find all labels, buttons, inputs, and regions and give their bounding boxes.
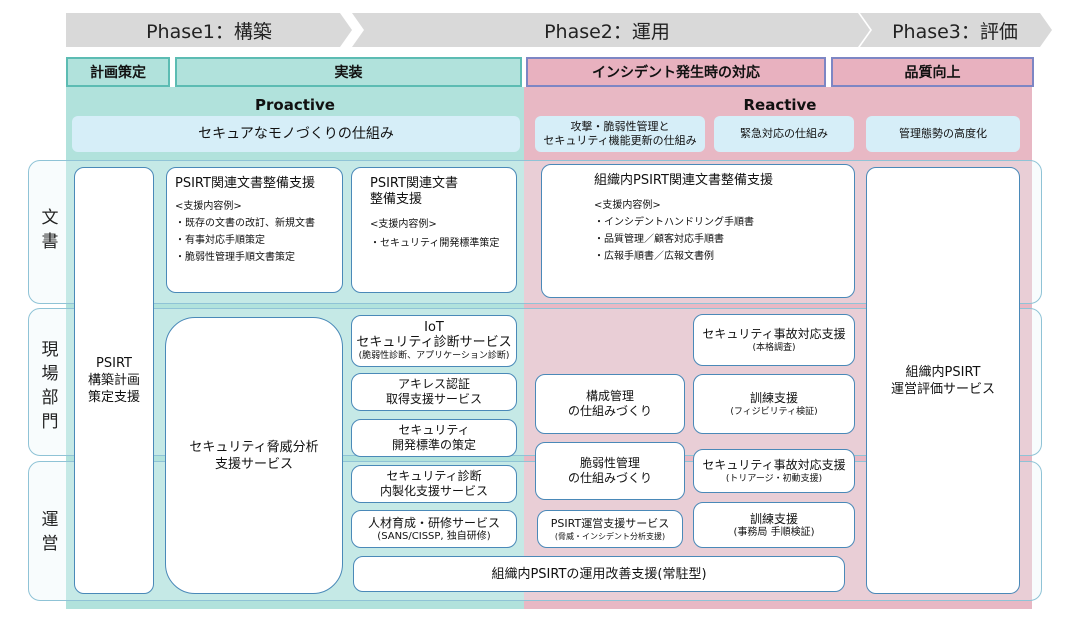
header-plan: 計画策定 [66,57,170,87]
accident-response-2-small: (トリアージ・初動支援) [725,473,823,484]
psirt-doc-support-2-title1: PSIRT関連文書 [370,176,458,191]
psirt-plan-support-box: PSIRT 構築計画 策定支援 [74,167,154,594]
psirt-ops-support-small: (脅威・インシデント分析支援) [554,531,666,541]
psirt-doc-support-box-2: PSIRT関連文書 整備支援 <支援内容例> ・セキュリティ開発標準策定 [351,167,517,293]
accident-response-box-1: セキュリティ事故対応支援 (本格調査) [693,314,855,366]
psirt-ops-support-box: PSIRT運営支援サービス (脅威・インシデント分析支援) [537,510,683,548]
dev-standard-line2: 開発標準の策定 [391,438,476,452]
training-service-box: 人材育成・研修サービス (SANS/CISSP, 独自研修) [351,510,517,548]
proactive-caption: Proactive [255,96,335,114]
achilles-cert-line1: アキレス認証 [397,377,470,391]
org-psirt-eval-line2: 運営評価サービス [890,381,995,397]
phase-arrows [66,13,1052,47]
config-mgmt-line1: 構成管理 [585,389,634,403]
achilles-cert-box: アキレス認証 取得支援サービス [351,373,517,411]
phase3-label: Phase3：評価 [892,20,1018,43]
iot-diagnosis-line2: セキュリティ診断サービス [356,335,512,350]
iot-diagnosis-small: (脆弱性診断、アプリケーション診断) [358,351,510,361]
threat-analysis-line1: セキュリティ脅威分析 [189,439,319,455]
inhouse-diagnosis-line2: 内製化支援サービス [379,484,488,498]
accident-response-1-small: (本格調査) [752,342,796,353]
phase1-label: Phase1：構築 [146,20,272,43]
org-psirt-doc-support-title: 組織内PSIRT関連文書整備支援 [594,173,773,188]
ops-improvement-box: 組織内PSIRTの運用改善支援(常駐型) [353,556,845,592]
accident-response-1-line1: セキュリティ事故対応支援 [702,326,846,341]
psirt-ops-support-line1: PSIRT運営支援サービス [550,516,670,530]
reactive-banner-vuln-line2: セキュリティ機能更新の仕組み [543,134,697,147]
reactive-caption: Reactive [743,96,817,114]
drill-support-1-line1: 訓練支援 [749,390,798,405]
drill-support-box-2: 訓練支援 (事務局 手順検証) [693,502,855,548]
drill-support-2-line1: 訓練支援 [749,511,798,526]
training-service-line1: 人材育成・研修サービス [367,515,500,530]
psirt-doc-support-sub3: ・脆弱性管理手順文書策定 [175,252,295,263]
vuln-mgmt-line2: の仕組みづくり [567,471,652,485]
psirt-doc-support-sub0: <支援内容例> [175,201,242,212]
inhouse-diagnosis-line1: セキュリティ診断 [386,469,482,483]
psirt-doc-support-2-title2: 整備支援 [370,192,423,207]
psirt-plan-support-line1: PSIRT [96,356,132,371]
psirt-plan-support-line3: 策定支援 [87,390,140,405]
org-psirt-doc-support-sub1: ・インシデントハンドリング手順書 [594,217,754,228]
achilles-cert-line2: 取得支援サービス [385,392,482,406]
config-mgmt-line2: の仕組みづくり [567,404,652,418]
proactive-banner: セキュアなモノづくりの仕組み [72,116,520,152]
psirt-doc-support-sub2: ・有事対応手順策定 [175,235,265,246]
drill-support-2-small: (事務局 手順検証) [733,526,815,538]
org-psirt-eval-line1: 組織内PSIRT [905,364,981,380]
psirt-plan-support-line2: 構築計画 [87,373,140,388]
quality-banner: 管理態勢の高度化 [866,116,1020,152]
phase2-label: Phase2：運用 [544,20,670,43]
header-quality: 品質向上 [831,57,1034,87]
dev-standard-box: セキュリティ 開発標準の策定 [351,419,517,457]
vuln-mgmt-line1: 脆弱性管理 [579,456,640,470]
row-label-field: 現場部門 [41,340,59,432]
iot-diagnosis-line1: IoT [424,320,444,335]
row-label-doc: 文書 [41,208,59,252]
threat-analysis-line2: 支援サービス [214,456,293,472]
drill-support-1-small: (フィジビリティ検証) [730,406,818,417]
org-psirt-doc-support-sub3: ・広報手順書／広報文書例 [594,251,714,262]
accident-response-2-line1: セキュリティ事故対応支援 [702,457,846,472]
config-mgmt-box: 構成管理 の仕組みづくり [535,374,685,434]
dev-standard-line1: セキュリティ [398,423,470,437]
psirt-doc-support-title: PSIRT関連文書整備支援 [175,176,315,191]
phase3-arrow [860,13,1052,47]
org-psirt-eval-box: 組織内PSIRT 運営評価サービス [866,167,1020,594]
phase1-arrow [66,13,352,47]
drill-support-box-1: 訓練支援 (フィジビリティ検証) [693,374,855,434]
header-incident: インシデント発生時の対応 [526,57,826,87]
threat-analysis-box: セキュリティ脅威分析 支援サービス [165,317,343,594]
psirt-doc-support-box: PSIRT関連文書整備支援 <支援内容例> ・既存の文書の改訂、新規文書 ・有事… [166,167,343,293]
org-psirt-doc-support-sub2: ・品質管理／顧客対応手順書 [594,234,724,245]
reactive-banner-emergency: 緊急対応の仕組み [714,116,854,152]
reactive-banner-vuln: 攻撃・脆弱性管理と セキュリティ機能更新の仕組み [535,116,705,152]
reactive-banner-vuln-line1: 攻撃・脆弱性管理と [570,120,670,133]
header-implement: 実装 [175,57,522,87]
org-psirt-doc-support-sub0: <支援内容例> [594,200,661,211]
iot-diagnosis-box: IoT セキュリティ診断サービス (脆弱性診断、アプリケーション診断) [351,315,517,367]
row-label-ops: 運営 [41,510,59,554]
psirt-doc-support-sub1: ・既存の文書の改訂、新規文書 [175,218,315,229]
training-service-line2: (SANS/CISSP, 独自研修) [377,530,491,542]
org-psirt-doc-support-box: 組織内PSIRT関連文書整備支援 <支援内容例> ・インシデントハンドリング手順… [541,164,855,298]
ops-improvement-line1: 組織内PSIRTの運用改善支援(常駐型) [491,566,707,582]
vuln-mgmt-box: 脆弱性管理 の仕組みづくり [535,442,685,500]
psirt-doc-support-2-sub0: <支援内容例> [370,219,437,230]
phase2-arrow [352,13,870,47]
inhouse-diagnosis-box: セキュリティ診断 内製化支援サービス [351,465,517,503]
accident-response-box-2: セキュリティ事故対応支援 (トリアージ・初動支援) [693,449,855,493]
psirt-doc-support-2-sub1: ・セキュリティ開発標準策定 [370,238,500,249]
